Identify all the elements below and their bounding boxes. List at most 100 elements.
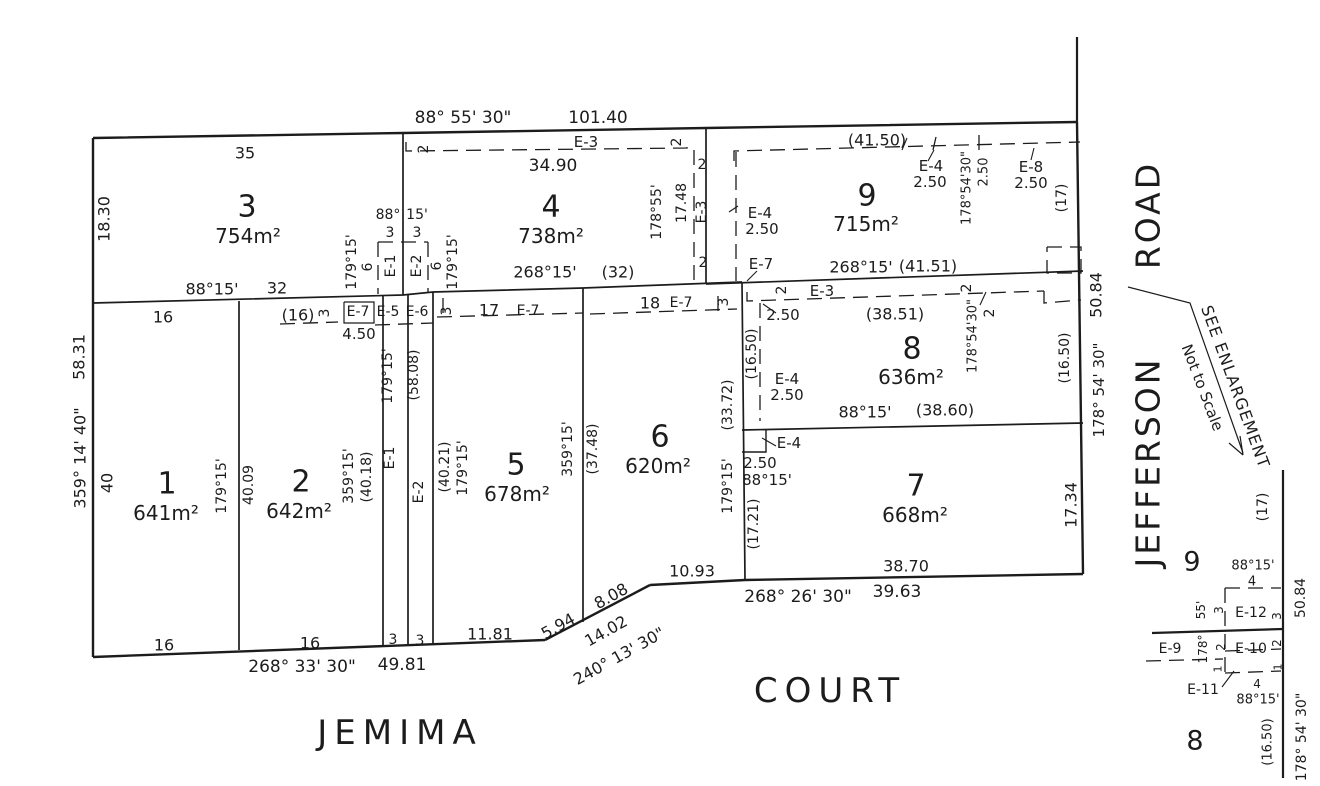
easement-dashed-line <box>1224 648 1282 652</box>
lot-7-number: 7 <box>906 469 925 504</box>
lot-4-area: 738m² <box>518 224 584 248</box>
easement-dashed-line <box>932 136 937 151</box>
boundary-line <box>742 430 767 453</box>
street-name-jemima: JEMIMA <box>315 713 482 753</box>
easement-dashed-line <box>1224 670 1282 674</box>
leader-line <box>901 137 908 151</box>
dimension-label: 3 <box>716 298 732 307</box>
dimension-label: 2.50 <box>770 386 803 404</box>
dimension-label: 40 <box>98 473 117 493</box>
boundary-line <box>1075 121 1085 575</box>
dimension-label: 4.50 <box>342 325 375 343</box>
easement-dashed-line <box>1043 291 1082 304</box>
boundary-line <box>1151 627 1284 635</box>
leader-lines-layer <box>728 137 1235 688</box>
leader-line <box>927 149 935 162</box>
easement-label: E-3 <box>810 282 834 300</box>
boundary-line <box>744 572 1084 582</box>
dimension-label: (17.21) <box>746 498 762 549</box>
lot-1-area: 641m² <box>133 501 199 525</box>
leader-line <box>979 291 987 306</box>
easement-dashed-line <box>405 140 688 152</box>
dimension-label: 50.84 <box>1293 578 1309 618</box>
dimension-label: 58.31 <box>70 334 89 380</box>
easement-label: E-9 <box>1159 641 1182 657</box>
bearing-label: 179°15' <box>214 458 230 513</box>
leader-line <box>762 303 777 314</box>
lot-8-number: 8 <box>902 332 921 367</box>
dimension-label: 2 <box>698 157 707 173</box>
dimension-label: 2 <box>1214 643 1228 651</box>
dimension-label: 2 <box>416 145 432 154</box>
easement-dashed-line <box>746 290 1045 302</box>
dimension-label: 3 <box>1212 606 1226 614</box>
easement-label: E-1 <box>383 255 399 278</box>
leader-line <box>746 270 758 282</box>
bearing-label: 178° <box>1196 635 1210 664</box>
dimension-label: 34.90 <box>529 156 578 176</box>
boundary-line <box>343 301 375 324</box>
bearing-label: 88°15' <box>742 471 792 489</box>
bearing-label: 179°15' <box>720 458 736 513</box>
easement-dashed-line <box>436 312 584 318</box>
easement-label: E-1 <box>382 447 398 470</box>
dimension-label: 3 <box>439 307 455 316</box>
street-name-road: ROAD <box>1129 161 1168 269</box>
easement-dashed-line <box>374 322 434 326</box>
street-name-jefferson: JEFFERSON <box>1129 357 1168 570</box>
enlargement-arrow <box>1127 286 1244 456</box>
bearing-label: 88° 55' 30" <box>415 108 512 128</box>
dimension-label: 39.63 <box>873 582 922 602</box>
dimension-label: (58.08) <box>406 349 422 400</box>
street-name-court: COURT <box>754 671 906 711</box>
dimension-label: 2 <box>774 286 790 295</box>
bearing-label: 268° 26' 30" <box>744 587 852 607</box>
easement-label: E-7 <box>517 303 540 319</box>
dimension-label: (37.48) <box>585 423 601 474</box>
bearing-label: 178° 54' 30" <box>1294 693 1310 782</box>
lot-8-area: 636m² <box>878 365 944 389</box>
bearing-label: 178°54'30" <box>960 151 975 225</box>
dimension-label: 8.08 <box>591 579 631 613</box>
enlargement-arrowhead <box>1228 442 1244 456</box>
enlargement-arrow-shaft <box>1127 286 1244 454</box>
dimension-label: 2.50 <box>766 306 799 324</box>
easement-dashed-line <box>279 321 339 325</box>
lot-labels-layer: 1641m²2642m²3754m²4738m²5678m²6620m²7668… <box>133 179 1203 757</box>
bearing-label: 268°15' <box>513 263 576 282</box>
bearing-label: 88° <box>376 207 401 223</box>
easement-label: E-10 <box>1235 641 1267 657</box>
dimension-label: 18 <box>640 294 660 313</box>
easement-label: E-3 <box>574 133 598 151</box>
bearing-label: 359°15' <box>560 421 576 476</box>
dimension-label: 49.81 <box>378 655 427 675</box>
lot-5-area: 678m² <box>484 482 550 506</box>
dimension-label: 16 <box>154 636 174 655</box>
easement-dashed-line <box>589 308 738 315</box>
lot-5-number: 5 <box>506 448 525 483</box>
bearing-label: 88°15' <box>1236 693 1279 708</box>
bearing-label: 178°55' <box>649 184 665 239</box>
lot-9-area: 715m² <box>833 212 899 236</box>
bearing-label: 179°15' <box>445 234 461 289</box>
easement-label: E-2 <box>409 255 425 278</box>
boundary-line <box>741 422 1084 431</box>
dimension-label: (33.72) <box>720 379 736 430</box>
dimension-label: 2 <box>699 255 708 271</box>
bearing-label: 88°15' <box>185 280 238 299</box>
easement-label: E-7 <box>749 255 773 273</box>
easement-label: E-12 <box>1235 605 1267 621</box>
boundary-line <box>92 120 1078 140</box>
dimension-label: 32 <box>267 279 287 298</box>
enlargement-lot-8-number: 8 <box>1186 726 1203 757</box>
lot-2-number: 2 <box>291 465 310 500</box>
easement-label: E-7 <box>347 304 370 320</box>
easement-dashed-line <box>1145 658 1224 662</box>
bearing-label: 178° 54' 30" <box>1090 343 1108 438</box>
easement-label: E-4 <box>775 370 799 388</box>
dimension-label: 15' <box>406 207 428 223</box>
dimension-label: 3 <box>413 225 422 241</box>
dimension-label: 6 <box>360 262 376 271</box>
dimension-label: 2.50 <box>1014 174 1047 192</box>
